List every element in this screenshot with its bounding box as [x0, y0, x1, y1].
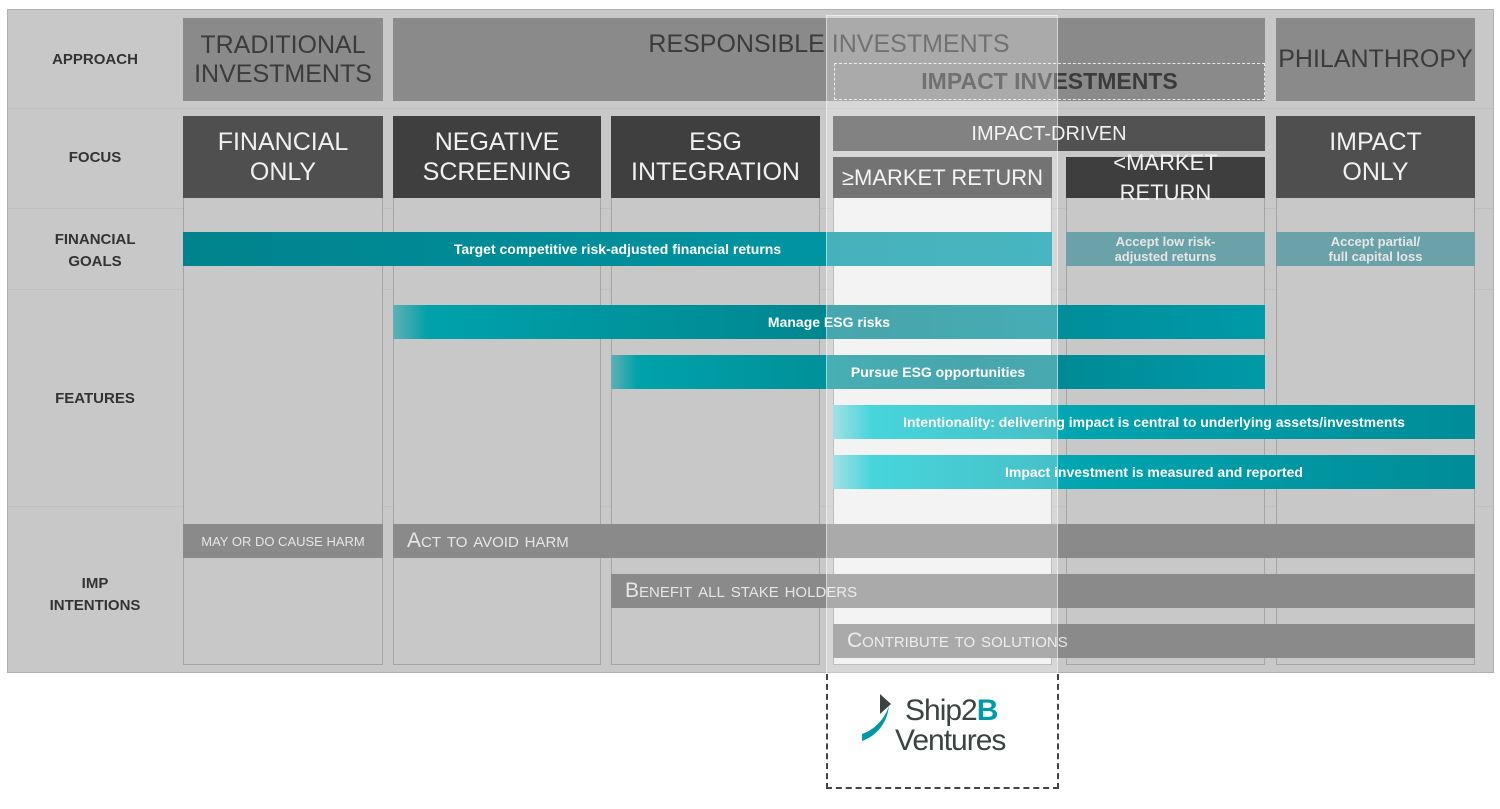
intention-act-to-avoid-harm: Act to avoid harm [393, 524, 1475, 558]
logo-brand-accent: B [976, 694, 999, 727]
row-label-financial-goals: FINANCIAL GOALS [54, 231, 136, 270]
focus-impact-only: IMPACT ONLY [1276, 116, 1475, 198]
ship-sail-icon [862, 694, 891, 741]
focus-impact-driven: IMPACT-DRIVEN [833, 116, 1265, 151]
feature-measured-reported: Impact investment is measured and report… [833, 455, 1475, 489]
logo-brand: Ship2B [905, 694, 999, 727]
intention-benefit-stakeholders: Benefit all stake holders [611, 574, 1475, 608]
focus-market-return-ge: ≥MARKET RETURN [833, 157, 1052, 198]
logo-box: Ship2B Ventures [826, 674, 1059, 789]
goal-capital-loss: Accept partial/ full capital loss [1276, 232, 1475, 266]
approach-responsible: RESPONSIBLE INVESTMENTS [393, 18, 1265, 101]
row-label-approach: APPROACH [52, 51, 138, 68]
focus-esg-integration: ESG INTEGRATION [611, 116, 820, 198]
column-negative-screening [393, 198, 601, 665]
approach-philanthropy: PHILANTHROPY [1276, 18, 1475, 101]
logo-sub: Ventures [895, 724, 1006, 757]
column-financial-only [183, 198, 383, 665]
logo-brand-text: Ship2B [905, 694, 999, 727]
goal-competitive-returns: Target competitive risk-adjusted financi… [183, 232, 1052, 266]
focus-financial-only: FINANCIAL ONLY [183, 116, 383, 198]
intention-may-cause-harm: MAY OR DO CAUSE HARM [183, 524, 383, 558]
feature-intentionality: Intentionality: delivering impact is cen… [833, 405, 1475, 439]
goal-low-returns: Accept low risk-adjusted returns [1066, 232, 1265, 266]
feature-manage-esg-risks: Manage ESG risks [393, 305, 1265, 339]
row-divider [8, 108, 1493, 109]
focus-market-return-lt: <MARKET RETURN [1066, 150, 1265, 205]
approach-impact: IMPACT INVESTMENTS [834, 63, 1265, 100]
focus-negative-screening: NEGATIVE SCREENING [393, 116, 601, 198]
approach-traditional: TRADITIONAL INVESTMENTS [183, 18, 383, 101]
feature-pursue-esg-opportunities: Pursue ESG opportunities [611, 355, 1265, 389]
row-label-focus: FOCUS [68, 149, 122, 166]
row-label-imp-intentions: IMP INTENTIONS [49, 575, 141, 614]
intention-contribute-solutions: Contribute to solutions [833, 624, 1475, 658]
row-label-features: FEATURES [55, 390, 135, 407]
